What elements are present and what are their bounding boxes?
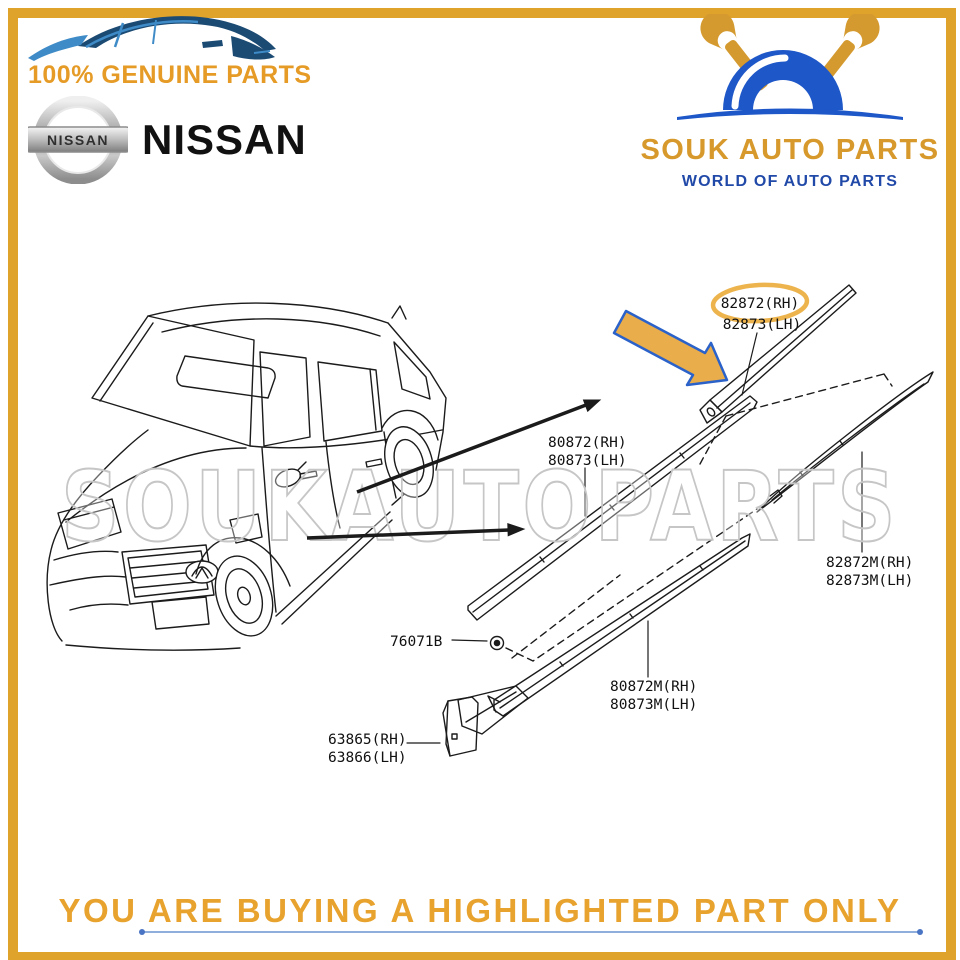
watermark-text: SOUKAUTOPARTS bbox=[61, 451, 899, 563]
footer-divider bbox=[139, 929, 923, 935]
part-molding-82872-highlighted bbox=[699, 284, 857, 424]
nissan-branding: NISSAN NISSAN bbox=[28, 96, 307, 184]
label-80872-rh: 80872(RH) bbox=[548, 435, 627, 451]
tire-icon bbox=[723, 50, 843, 115]
part-molding-82872M bbox=[756, 371, 934, 513]
part-molding-80872M bbox=[487, 533, 751, 717]
leader-lines bbox=[406, 332, 863, 744]
nissan-badge: NISSAN bbox=[28, 96, 128, 184]
label-63866-lh: 63866(LH) bbox=[328, 750, 407, 766]
label-82873-lh: 82873(LH) bbox=[723, 317, 802, 333]
label-63865-rh: 63865(RH) bbox=[328, 732, 407, 748]
pointer-arrow-icon bbox=[507, 523, 526, 537]
pointer-arrow-icon bbox=[582, 399, 602, 413]
header-right: SOUK AUTO PARTS WORLD OF AUTO PARTS bbox=[640, 14, 940, 191]
label-82872M-rh: 82872M(RH) bbox=[826, 555, 913, 571]
car-silhouette-icon bbox=[28, 16, 276, 61]
divider-dot-left bbox=[139, 929, 145, 935]
vehicle-line-art bbox=[46, 302, 447, 651]
highlight-ellipse bbox=[710, 282, 810, 324]
hidden-edge-lines bbox=[505, 373, 893, 662]
buying-notice-text: YOU ARE BUYING A HIGHLIGHTED PART ONLY bbox=[58, 892, 902, 929]
parts-diagram: SOUKAUTOPARTS 82872(RH) 82873(LH) 80872(… bbox=[46, 282, 934, 766]
label-80873M-lh: 80873M(LH) bbox=[610, 697, 697, 713]
clip-76071B bbox=[489, 635, 505, 651]
swoosh-underline bbox=[677, 108, 903, 120]
nissan-badge-text: NISSAN bbox=[47, 132, 109, 148]
store-name: SOUK AUTO PARTS bbox=[640, 134, 940, 166]
label-80873-lh: 80873(LH) bbox=[548, 453, 627, 469]
label-76071B: 76071B bbox=[390, 634, 443, 650]
label-82872-rh: 82872(RH) bbox=[721, 296, 800, 312]
part-labels: 82872(RH) 82873(LH) 80872(RH) 80873(LH) … bbox=[328, 296, 913, 766]
label-80872M-rh: 80872M(RH) bbox=[610, 679, 697, 695]
nissan-wordmark: NISSAN bbox=[142, 116, 307, 163]
store-tagline: WORLD OF AUTO PARTS bbox=[681, 173, 899, 190]
highlight-arrow-icon bbox=[612, 309, 729, 387]
divider-dot-right bbox=[917, 929, 923, 935]
label-82873M-lh: 82873M(LH) bbox=[826, 573, 913, 589]
bracket-63865 bbox=[442, 685, 529, 757]
pointer-arrows bbox=[306, 399, 602, 540]
souk-logo bbox=[677, 14, 903, 120]
genuine-parts-text: 100% GENUINE PARTS bbox=[28, 61, 312, 89]
